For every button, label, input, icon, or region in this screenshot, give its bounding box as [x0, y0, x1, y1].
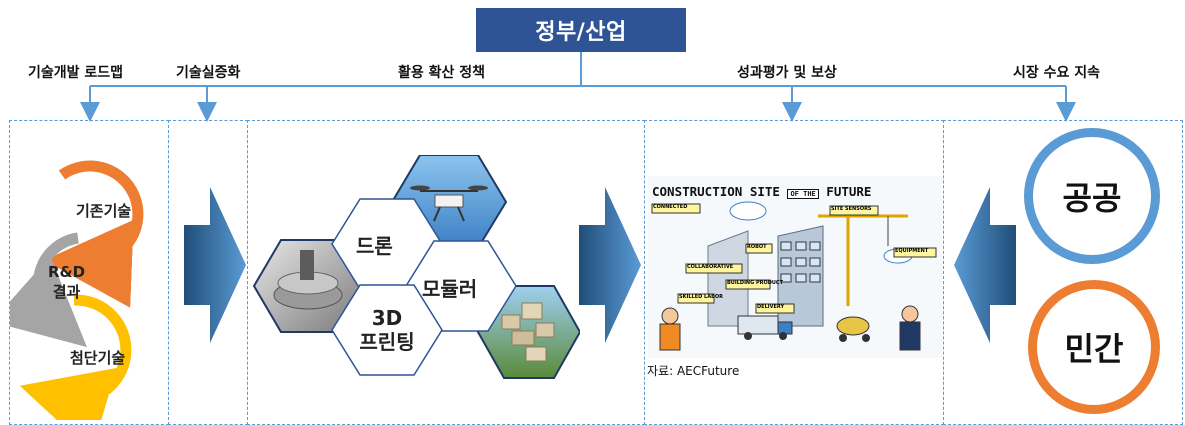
3d-printer-photo-hex [252, 239, 363, 333]
hex-label-drone: 드론 [356, 234, 393, 258]
cycle-label-rnd: R&D 결과 [48, 263, 86, 301]
circle-label-public: 공공 [1062, 179, 1122, 217]
category-policy: 활용 확산 정책 [398, 65, 486, 81]
tag-equipment: EQUIPMENT [895, 248, 929, 254]
hexagon-cluster [252, 155, 580, 379]
header-title: 정부/산업 [535, 20, 627, 45]
tag-robot: ROBOT [747, 244, 767, 250]
cycle-arc-gray [10, 232, 87, 348]
construction-site-illustration: CONSTRUCTION SITE OF THE FUTURE CONNECTE… [648, 176, 942, 358]
cycle-arc-yellow [19, 294, 132, 420]
cycle-label-existing: 기존기술 [76, 202, 132, 220]
construction-site-graphic [648, 176, 942, 358]
category-market: 시장 수요 지속 [1013, 65, 1101, 81]
category-evaluation: 성과평가 및 보상 [737, 65, 837, 81]
illustration-title-part3: FUTURE [826, 184, 872, 199]
illustration-title-part1: CONSTRUCTION SITE [652, 184, 780, 199]
illustration-title: CONSTRUCTION SITE OF THE FUTURE [652, 184, 871, 199]
category-demonstration: 기술실증화 [176, 65, 241, 81]
hex-3d-printing [331, 284, 443, 376]
tag-connected: CONNECTED [653, 204, 688, 210]
tag-site-sensors: SITE SENSORS [831, 206, 872, 212]
illustration-title-part2: OF THE [787, 189, 819, 199]
tag-skilled-labor: SKILLED LABOR [679, 294, 723, 300]
connector-lines [80, 52, 1076, 122]
hex-label-3d-printing: 3D 프린팅 [359, 306, 415, 354]
right-arrow-icon-1 [184, 187, 246, 343]
cycle-diagram [10, 160, 144, 420]
cycle-label-advanced: 첨단기술 [70, 349, 126, 367]
header-title-box: 정부/산업 [476, 8, 686, 52]
modular-photo-hex [476, 285, 580, 379]
tag-collaborative: COLLABORATIVE [687, 264, 734, 270]
category-roadmap: 기술개발 로드맵 [28, 65, 124, 81]
tag-delivery: DELIVERY [757, 304, 785, 310]
right-arrow-icon-2 [579, 187, 641, 343]
circle-private: 민간 [1028, 280, 1160, 414]
image-source: 자료: AECFuture [647, 364, 740, 378]
tag-building-product: BUILDING PRODUCT [727, 280, 784, 286]
cycle-arc-orange [44, 160, 144, 308]
circle-public: 공공 [1024, 128, 1160, 264]
circle-label-private: 민간 [1064, 330, 1124, 368]
hex-label-modular: 모듈러 [422, 277, 478, 301]
left-arrow-icon [954, 187, 1016, 343]
